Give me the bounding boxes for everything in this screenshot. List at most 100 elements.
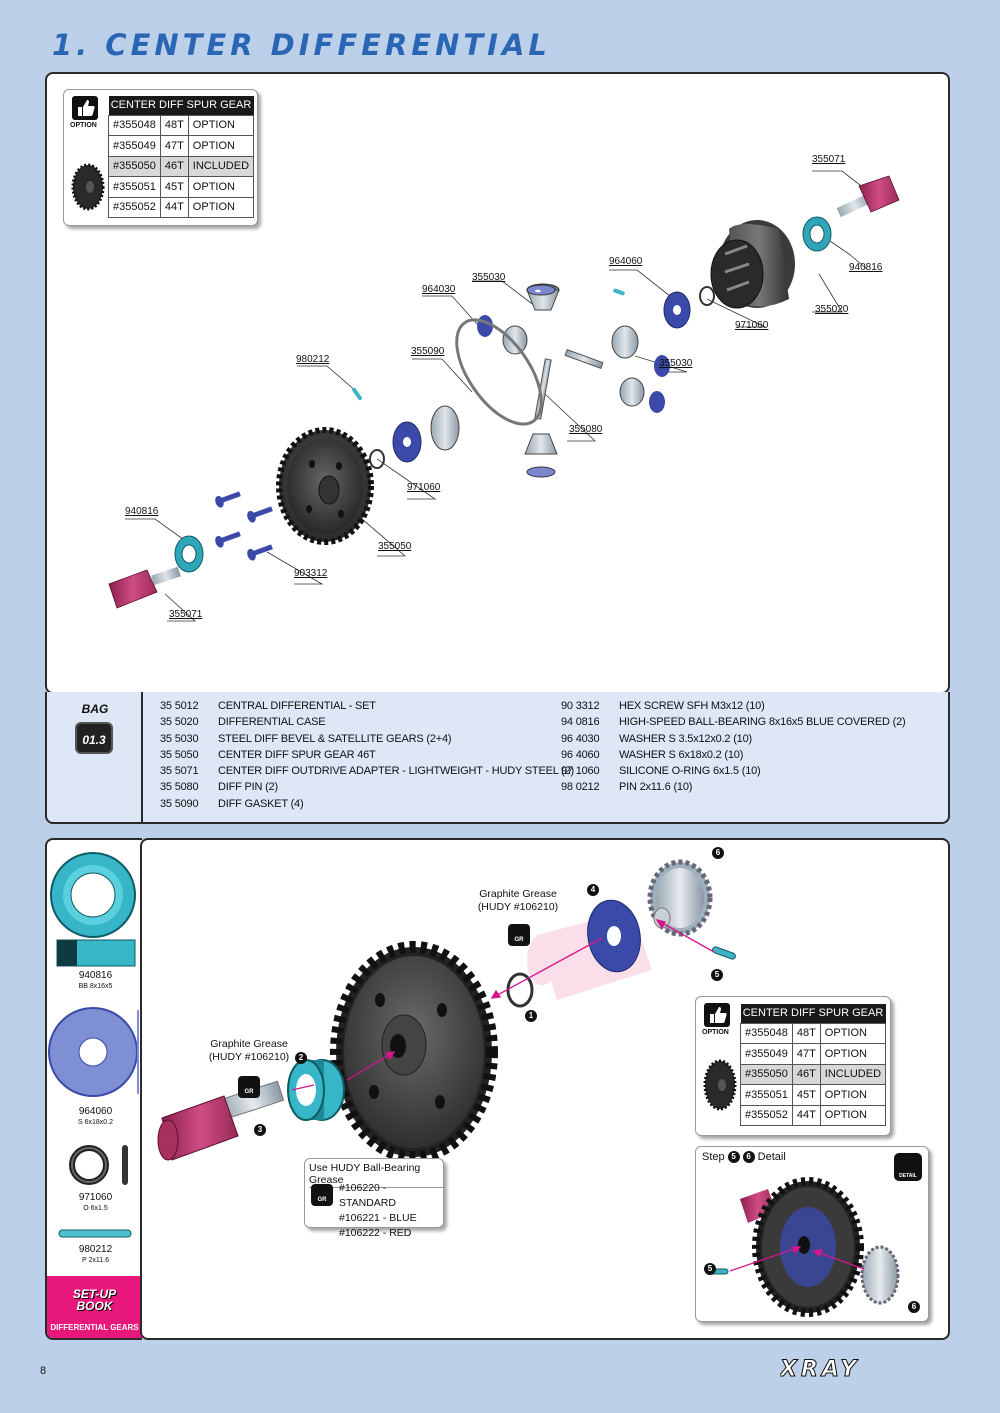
bearing-right — [802, 216, 832, 252]
callout-3: 3 — [254, 1124, 266, 1136]
label-971060-left: 971060 — [407, 482, 441, 493]
part-code: 35 5030 — [160, 732, 199, 745]
detail-title: Step 5 6 Detail — [702, 1151, 786, 1163]
gear-teeth-cell: 48T — [159, 114, 189, 136]
gear-status-cell: OPTION — [819, 1043, 887, 1065]
part-description: WASHER S 3.5x12x0.2 (10) — [619, 732, 752, 745]
gear-code-cell: #355051 — [108, 176, 161, 198]
spur-gear-thumb-icon — [703, 1059, 737, 1111]
detail-callout-5: 5 — [727, 1151, 740, 1163]
thumbs-up-icon — [72, 96, 98, 120]
satellite-gear-a — [502, 325, 528, 355]
label-964060: 964060 — [609, 256, 643, 267]
grease-icon-b: GR — [238, 1076, 260, 1098]
gear-status-cell: OPTION — [187, 114, 255, 136]
washer-side-icon — [137, 1010, 139, 1094]
pin-980212 — [352, 387, 362, 401]
grease-note-line: (HUDY #106210) — [477, 901, 559, 913]
grease-note-line: (HUDY #106210) — [208, 1051, 290, 1063]
diff-case — [710, 220, 795, 309]
label-355071-left: 355071 — [169, 609, 203, 620]
part-description: SILICONE O-RING 6x1.5 (10) — [619, 765, 761, 778]
grease-note-line: Graphite Grease — [210, 1038, 288, 1050]
gear-status-cell: OPTION — [187, 196, 255, 218]
part-description: PIN 2x11.6 (10) — [619, 781, 693, 794]
gear-table-header: CENTER DIFF SPUR GEAR — [108, 96, 254, 115]
gear-status-cell: INCLUDED — [187, 155, 255, 177]
bevel-gear-lower — [524, 433, 558, 478]
gear-teeth-cell: 47T — [791, 1043, 821, 1065]
gear-code-cell: #355051 — [740, 1084, 793, 1106]
part-description: HIGH-SPEED BALL-BEARING 8x16x5 BLUE COVE… — [619, 716, 906, 729]
grease-icon-a: GR — [508, 924, 530, 946]
detail-title-word: Step — [702, 1151, 725, 1163]
setup-book-desc: DIFFERENTIAL GEARS — [50, 1323, 139, 1332]
caption-code: 964060 — [78, 1106, 113, 1117]
part-code: 97 1060 — [561, 765, 600, 778]
o-ring-left — [369, 449, 385, 469]
part-code: 90 3312 — [561, 700, 600, 712]
part-code: 35 5050 — [160, 748, 199, 761]
gear-code-cell: #355048 — [740, 1022, 793, 1044]
page-title: 1. CENTER DIFFERENTIAL — [52, 28, 551, 62]
gear-status-cell: OPTION — [819, 1084, 887, 1106]
bearing-grease-title: Use HUDY Ball-Bearing Grease — [309, 1162, 443, 1188]
part-code: 35 5090 — [160, 797, 199, 810]
hex-screws — [215, 491, 273, 561]
part-code: 94 0816 — [561, 716, 600, 729]
label-940816-right: 940816 — [849, 262, 883, 273]
pin-actual-icon — [58, 1229, 132, 1238]
bag-number-badge: 01.3 — [75, 722, 113, 754]
part-description: DIFFERENTIAL CASE — [218, 716, 326, 729]
exploded-diagram — [108, 170, 900, 622]
gear-teeth-cell: 46T — [159, 155, 189, 177]
bag-word: BAG — [81, 702, 109, 716]
thumbs-up-icon — [704, 1003, 730, 1027]
detail-callout-5-marker: 5 — [704, 1263, 716, 1275]
detail-magnifier-icon: DETAIL — [894, 1153, 922, 1181]
label-355080: 355080 — [569, 424, 603, 435]
gear-code-cell: #355050 — [740, 1063, 793, 1085]
actual-size-parts — [48, 852, 139, 1238]
bevel-gear-left — [430, 405, 460, 451]
washer-small-b — [654, 355, 670, 377]
xray-logo-text: XRAY — [780, 1358, 860, 1380]
grease-icon-c: GR — [311, 1184, 333, 1206]
assembly-arrows — [291, 918, 715, 1091]
label-940816-left: 940816 — [125, 506, 159, 517]
gear-status-cell: OPTION — [819, 1104, 887, 1126]
label-980212: 980212 — [296, 354, 330, 365]
washer-actual-icon — [48, 1007, 138, 1097]
bevel-gear-step6 — [647, 859, 713, 937]
part-description: CENTER DIFF OUTDRIVE ADAPTER - LIGHTWEIG… — [218, 765, 574, 778]
grease-note-line: Graphite Grease — [479, 888, 557, 900]
xray-logo: XRAY — [780, 1358, 860, 1380]
label-355050: 355050 — [378, 541, 412, 552]
detail-callout-6: 6 — [742, 1151, 755, 1163]
caption-size: O 6x1.5 — [83, 1205, 108, 1212]
spur-gear — [276, 427, 374, 545]
washer-large-right — [663, 291, 691, 329]
gear-teeth-cell: 47T — [159, 135, 189, 157]
diff-gasket — [455, 318, 543, 426]
satellite-gear-c — [619, 377, 645, 407]
part-row: 97 1060 SILICONE O-RING 6x1.5 (10) — [561, 763, 905, 779]
gear-status-cell: OPTION — [187, 135, 255, 157]
part-description: WASHER S 6x18x0.2 (10) — [619, 748, 744, 761]
gear-teeth-cell: 44T — [791, 1104, 821, 1126]
part-description: STEEL DIFF BEVEL & SATELLITE GEARS (2+4) — [218, 732, 452, 745]
bearing-grease-item: #106220 - STANDARD — [339, 1182, 396, 1209]
